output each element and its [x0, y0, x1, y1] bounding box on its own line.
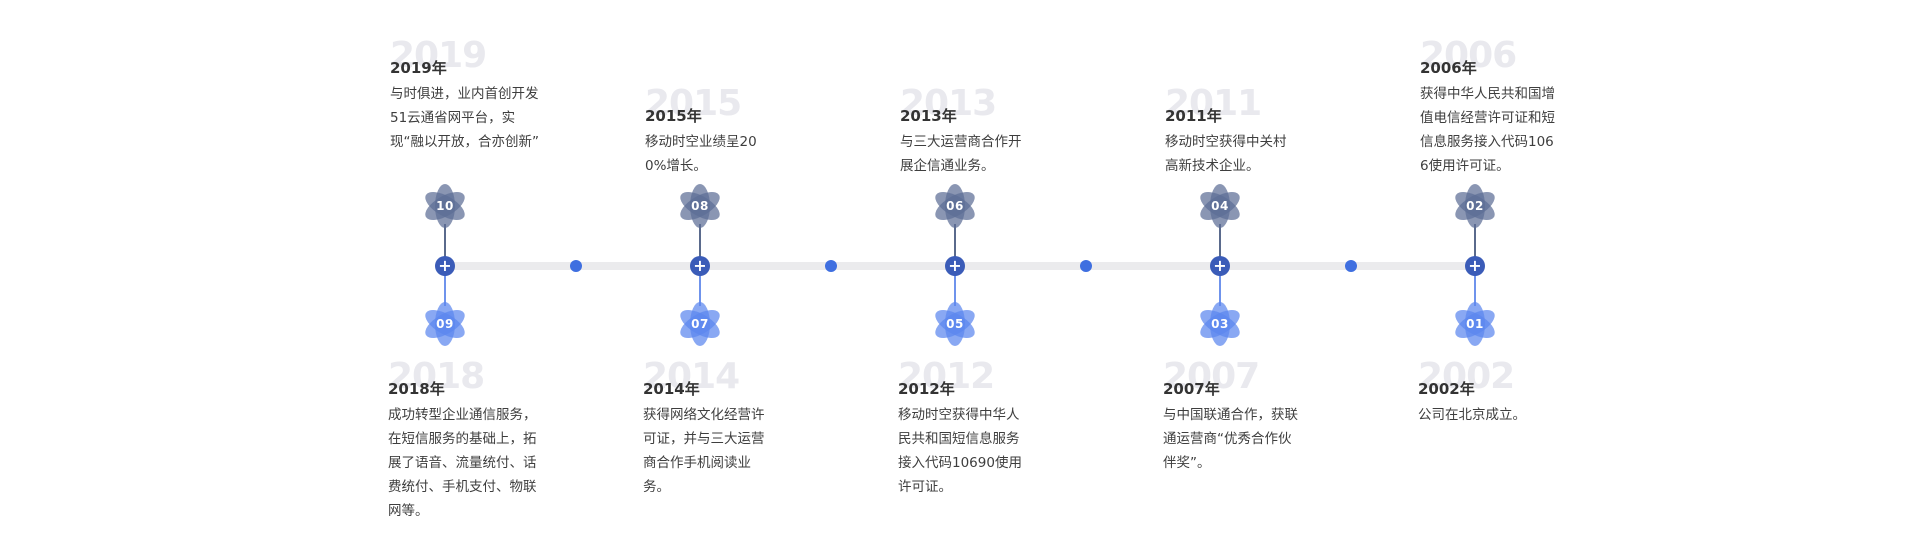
ghost-year-watermark: 2002 [1418, 356, 1515, 397]
milestone-entry-top: 2011 2011年 移动时空获得中关村高新技术企业。 [1165, 86, 1315, 178]
milestone-year: 2013年 [900, 107, 957, 125]
timeline-dot [825, 260, 837, 272]
milestone-badge-top: 04 [1195, 181, 1245, 231]
milestone-badge-top: 06 [930, 181, 980, 231]
ghost-year-watermark: 2015 [645, 83, 742, 124]
ghost-year-watermark: 2006 [1420, 35, 1517, 76]
ghost-year-watermark: 2018 [388, 356, 485, 397]
milestone-year: 2012年 [898, 380, 955, 398]
expand-node-button[interactable]: + [945, 256, 965, 276]
flower-icon [425, 302, 465, 346]
connector-top [954, 224, 956, 258]
milestone-description: 移动时空获得中华人民共和国短信息服务接入代码10690使用许可证。 [898, 407, 1022, 495]
connector-bottom [1219, 274, 1221, 306]
milestone-description: 移动时空获得中关村高新技术企业。 [1165, 134, 1287, 174]
connector-top [1219, 224, 1221, 258]
connector-bottom [699, 274, 701, 306]
flower-icon [1455, 302, 1495, 346]
milestone-number: 03 [1211, 317, 1229, 331]
ghost-year-watermark: 2019 [390, 35, 487, 76]
flower-icon [680, 302, 720, 346]
milestone-entry-bottom: 2014 2014年 获得网络文化经营许可证，并与三大运营商合作手机阅读业务。 [643, 359, 793, 499]
timeline-dot [1345, 260, 1357, 272]
ghost-year-watermark: 2011 [1165, 83, 1262, 124]
flower-icon [1200, 184, 1240, 228]
expand-node-button[interactable]: + [1210, 256, 1230, 276]
ghost-year-watermark: 2012 [898, 356, 995, 397]
milestone-entry-bottom: 2018 2018年 成功转型企业通信服务，在短信服务的基础上，拓展了语音、流量… [388, 359, 538, 523]
timeline-dot [570, 260, 582, 272]
flower-icon [1200, 302, 1240, 346]
milestone-year: 2019年 [390, 59, 447, 77]
milestone-year: 2011年 [1165, 107, 1222, 125]
milestone-number: 01 [1466, 317, 1484, 331]
milestone-year: 2014年 [643, 380, 700, 398]
milestone-number: 07 [691, 317, 709, 331]
milestone-number: 04 [1211, 199, 1229, 213]
milestone-description: 与中国联通合作，获联通运营商“优秀合作伙伴奖”。 [1163, 407, 1298, 471]
ghost-year-watermark: 2007 [1163, 356, 1260, 397]
connector-top [699, 224, 701, 258]
milestone-entry-bottom: 2002 2002年 公司在北京成立。 [1418, 359, 1568, 427]
milestone-description: 获得网络文化经营许可证，并与三大运营商合作手机阅读业务。 [643, 407, 765, 495]
connector-bottom [1474, 274, 1476, 306]
connector-bottom [954, 274, 956, 306]
milestone-description: 获得中华人民共和国增值电信经营许可证和短信息服务接入代码1066使用许可证。 [1420, 86, 1555, 174]
milestone-description: 成功转型企业通信服务，在短信服务的基础上，拓展了语音、流量统付、话费统付、手机支… [388, 407, 537, 519]
connector-bottom [444, 274, 446, 306]
milestone-number: 02 [1466, 199, 1484, 213]
expand-node-button[interactable]: + [1465, 256, 1485, 276]
milestone-description: 移动时空业绩呈200%增长。 [645, 134, 757, 174]
milestone-number: 06 [946, 199, 964, 213]
milestone-year: 2006年 [1420, 59, 1477, 77]
milestone-badge-top: 10 [420, 181, 470, 231]
milestone-badge-bottom: 03 [1195, 299, 1245, 349]
flower-icon [935, 184, 975, 228]
milestone-entry-bottom: 2012 2012年 移动时空获得中华人民共和国短信息服务接入代码10690使用… [898, 359, 1048, 499]
milestone-entry-top: 2006 2006年 获得中华人民共和国增值电信经营许可证和短信息服务接入代码1… [1420, 38, 1570, 178]
milestone-number: 05 [946, 317, 964, 331]
milestone-description: 与三大运营商合作开展企信通业务。 [900, 134, 1022, 174]
milestone-year: 2002年 [1418, 380, 1475, 398]
milestone-description: 公司在北京成立。 [1418, 407, 1526, 423]
flower-icon [935, 302, 975, 346]
milestone-number: 10 [436, 199, 454, 213]
milestone-badge-bottom: 09 [420, 299, 470, 349]
connector-top [444, 224, 446, 258]
expand-node-button[interactable]: + [690, 256, 710, 276]
expand-node-button[interactable]: + [435, 256, 455, 276]
milestone-year: 2018年 [388, 380, 445, 398]
milestone-number: 08 [691, 199, 709, 213]
milestone-entry-top: 2013 2013年 与三大运营商合作开展企信通业务。 [900, 86, 1050, 178]
milestone-number: 09 [436, 317, 454, 331]
milestone-badge-top: 02 [1450, 181, 1500, 231]
milestone-year: 2015年 [645, 107, 702, 125]
milestone-badge-bottom: 07 [675, 299, 725, 349]
milestone-badge-bottom: 05 [930, 299, 980, 349]
milestone-description: 与时俱进，业内首创开发51云通省网平台，实现“融以开放，合亦创新” [390, 86, 539, 150]
milestone-badge-bottom: 01 [1450, 299, 1500, 349]
ghost-year-watermark: 2014 [643, 356, 740, 397]
milestone-entry-top: 2015 2015年 移动时空业绩呈200%增长。 [645, 86, 795, 178]
milestone-badge-top: 08 [675, 181, 725, 231]
timeline-dot [1080, 260, 1092, 272]
ghost-year-watermark: 2013 [900, 83, 997, 124]
connector-top [1474, 224, 1476, 258]
flower-icon [425, 184, 465, 228]
flower-icon [1455, 184, 1495, 228]
milestone-entry-bottom: 2007 2007年 与中国联通合作，获联通运营商“优秀合作伙伴奖”。 [1163, 359, 1313, 475]
milestone-entry-top: 2019 2019年 与时俱进，业内首创开发51云通省网平台，实现“融以开放，合… [390, 38, 540, 154]
milestone-year: 2007年 [1163, 380, 1220, 398]
flower-icon [680, 184, 720, 228]
